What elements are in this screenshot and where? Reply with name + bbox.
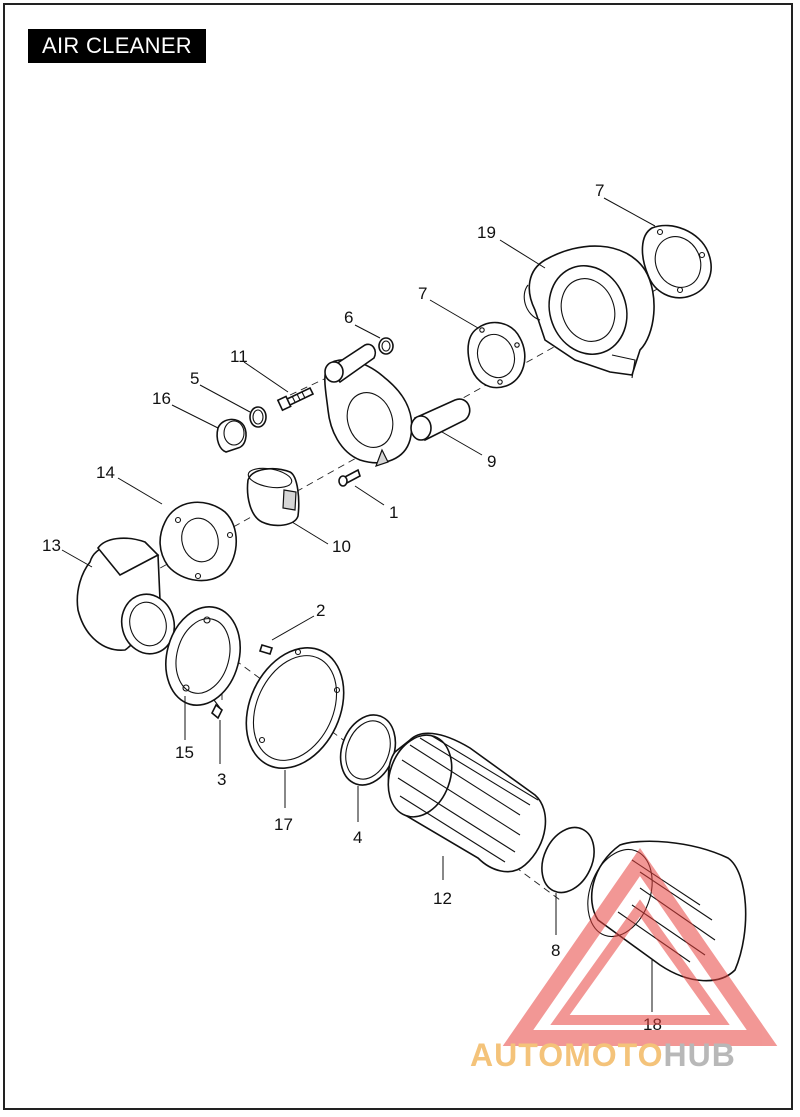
backplate-housing [523, 245, 655, 379]
screw-1 [338, 468, 361, 487]
callout-4: 4 [353, 828, 362, 847]
watermark-logo-icon [502, 847, 778, 1046]
diagram-title: AIR CLEANER [28, 29, 206, 63]
elbow-intake-13 [76, 537, 176, 655]
watermark-text: AUTOMOTOHUB [470, 1037, 736, 1074]
screw-2 [258, 644, 274, 655]
plug-16 [216, 418, 247, 453]
breather-bracket [324, 343, 471, 467]
callout-7-lower: 7 [418, 284, 427, 303]
callout-14: 14 [96, 463, 115, 482]
gasket-14 [159, 501, 237, 582]
callout-13: 13 [42, 536, 61, 555]
trim-ring-17 [245, 647, 345, 769]
callout-17: 17 [274, 815, 293, 834]
gasket-middle [467, 321, 526, 389]
callout-6: 6 [344, 308, 353, 327]
callout-9: 9 [487, 452, 496, 471]
callout-11: 11 [230, 347, 248, 366]
o-ring-5 [249, 406, 267, 428]
callout-12: 12 [433, 889, 452, 908]
screw-3 [211, 699, 223, 720]
leader-lines [61, 197, 656, 1012]
callout-8: 8 [551, 941, 560, 960]
callout-7-upper: 7 [595, 181, 604, 200]
callout-3: 3 [217, 770, 226, 789]
filter-element-12 [387, 732, 547, 873]
callout-19: 19 [477, 223, 496, 242]
o-ring-6 [378, 337, 394, 355]
callout-16: 16 [152, 389, 171, 408]
end-gasket-8 [541, 826, 595, 894]
watermark-part2: HUB [663, 1037, 736, 1073]
callout-5: 5 [190, 369, 199, 388]
clamp-10 [246, 467, 300, 527]
callout-15: 15 [175, 743, 194, 762]
callout-10: 10 [332, 537, 351, 556]
band-4 [339, 714, 397, 786]
bolt-11 [276, 386, 315, 412]
callout-2: 2 [316, 601, 325, 620]
adapter-ring-15 [165, 606, 241, 706]
gasket-upper [641, 224, 712, 299]
callout-1: 1 [389, 503, 398, 522]
watermark-part1: AUTOMOTO [470, 1037, 664, 1073]
callout-numbers: 1 2 3 4 5 6 7 7 8 9 10 11 12 13 14 15 16… [42, 181, 662, 1034]
